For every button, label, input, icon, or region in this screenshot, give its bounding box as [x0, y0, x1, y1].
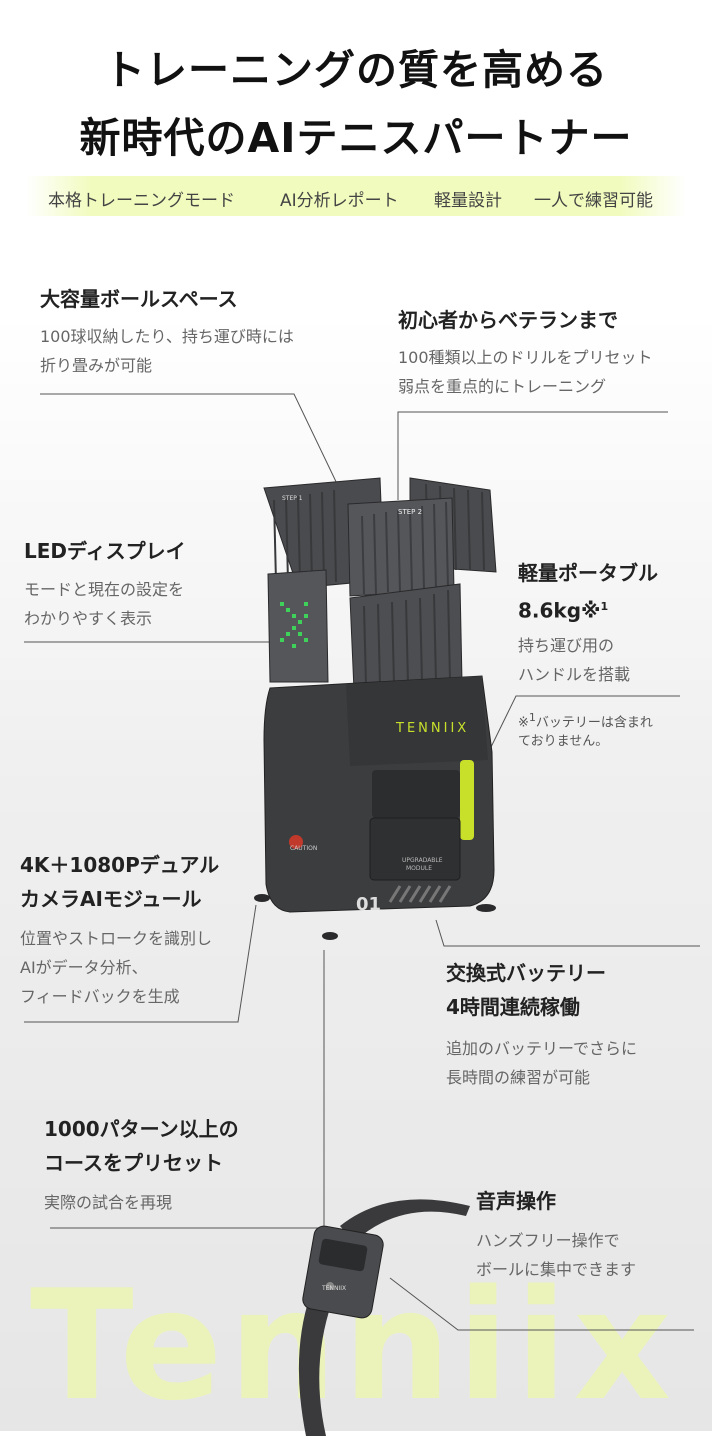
- feature-portable-title-1: 軽量ポータブル: [518, 561, 658, 585]
- carry-handle: [460, 760, 474, 840]
- feature-camera-desc-2: AIがデータ分析、: [20, 958, 148, 977]
- headline-line-2: 新時代のAIテニスパートナー: [79, 114, 633, 162]
- feature-battery-desc-1: 追加のバッテリーでさらに: [446, 1039, 638, 1058]
- feature-led-desc-1: モードと現在の設定を: [24, 580, 185, 599]
- feature-patterns-desc-1: 実際の試合を再現: [44, 1193, 173, 1212]
- feature-voice-title: 音声操作: [476, 1189, 556, 1213]
- feature-battery-title-2: 4時間連続稼働: [446, 995, 580, 1019]
- headline-line-1: トレーニングの質を高める: [104, 46, 608, 94]
- ball-machine-illustration: STEP 1 STEP 2 TENNIIX UPGR: [254, 477, 497, 940]
- feature-portable-note-1: ※1バッテリーは含まれ: [518, 711, 653, 731]
- machine-brand-label: TENNIIX: [395, 721, 469, 736]
- tag-ai-report: AI分析レポート: [280, 191, 399, 211]
- feature-led-title: LEDディスプレイ: [24, 539, 186, 563]
- feature-patterns-title-1: 1000パターン以上の: [44, 1117, 239, 1141]
- tag-solo-practice: 一人で練習可能: [534, 191, 653, 211]
- feature-voice-desc-2: ボールに集中できます: [476, 1260, 637, 1279]
- feature-battery-title-1: 交換式バッテリー: [446, 961, 606, 985]
- step2-label: STEP 2: [398, 508, 422, 516]
- step1-label: STEP 1: [282, 495, 303, 502]
- feature-portable-desc-1: 持ち運び用の: [518, 636, 615, 655]
- tag-bar: [26, 176, 686, 216]
- remote-brand-label: TENNIIX: [321, 1285, 346, 1292]
- caution-label: CAUTION: [290, 845, 317, 852]
- led-display-icon: [280, 602, 308, 648]
- feature-portable-desc-2: ハンドルを搭載: [518, 665, 631, 684]
- voice-remote-illustration: TENNIIX: [298, 1199, 470, 1436]
- feature-portable-note-2: ておりません。: [518, 734, 609, 749]
- feature-camera-desc-1: 位置やストロークを識別し: [20, 929, 213, 948]
- feature-ball-space-title: 大容量ボールスペース: [40, 287, 238, 311]
- feature-beginner-desc-2: 弱点を重点的にトレーニング: [398, 377, 607, 396]
- module-sublabel: MODULE: [406, 865, 432, 872]
- feature-camera-title-1: 4K＋1080Pデュアル: [20, 853, 220, 877]
- feature-portable-title-2: 8.6kg※1: [518, 598, 609, 623]
- feature-beginner-title: 初心者からベテランまで: [398, 308, 618, 332]
- feature-battery-desc-2: 長時間の練習が可能: [446, 1068, 591, 1087]
- camera-icon: [289, 835, 303, 849]
- feature-voice-desc-1: ハンズフリー操作で: [476, 1231, 620, 1250]
- feature-ball-space-desc-2: 折り畳みが可能: [40, 356, 153, 375]
- module-label: UPGRADABLE: [402, 857, 443, 864]
- feature-ball-space-desc-1: 100球収納したり、持ち運び時には: [40, 327, 294, 346]
- feature-led-desc-2: わかりやすく表示: [24, 609, 153, 628]
- feature-beginner-desc-1: 100種類以上のドリルをプリセット: [398, 348, 653, 367]
- feature-camera-desc-3: フィードバックを生成: [20, 987, 180, 1006]
- feature-patterns-title-2: コースをプリセット: [44, 1151, 223, 1175]
- feature-camera-title-2: カメラAIモジュール: [20, 887, 202, 911]
- model-number: 01: [356, 894, 381, 915]
- tag-lightweight: 軽量設計: [434, 191, 502, 211]
- tag-training-mode: 本格トレーニングモード: [48, 191, 235, 211]
